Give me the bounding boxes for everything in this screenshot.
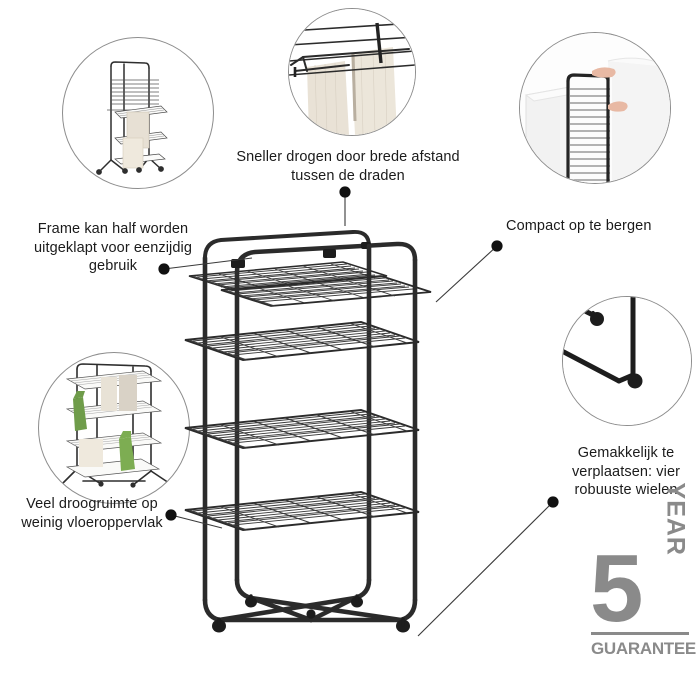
inset-storing-folded [519,32,671,184]
badge-guarantee-label: GUARANTEE [591,639,696,659]
callout-faster-drying: Sneller drogen door brede afstand tussen… [236,149,460,184]
badge-divider [591,632,689,635]
product-illustration [175,180,495,680]
inset-loaded-rack [38,352,190,504]
inset-castor-wheels [562,296,692,426]
callout-easy-to-move: Gemakkelijk te verplaatsen: vier robuust… [571,445,681,499]
callout-much-drying-space: Veel droogruimte op weinig vloeroppervla… [21,496,163,531]
callout-compact-storage: Compact op te bergen [506,218,652,234]
callout-frame-half-folded: Frame kan half worden uitgeklapt voor ee… [33,221,193,275]
inset-half-folded-rack [62,37,214,189]
guarantee-badge: 5 YEAR GUARANTEE [589,483,696,659]
badge-number: 5 [590,535,643,642]
badge-year-label: YEAR [661,482,689,556]
inset-wide-wire-spacing [288,8,416,136]
